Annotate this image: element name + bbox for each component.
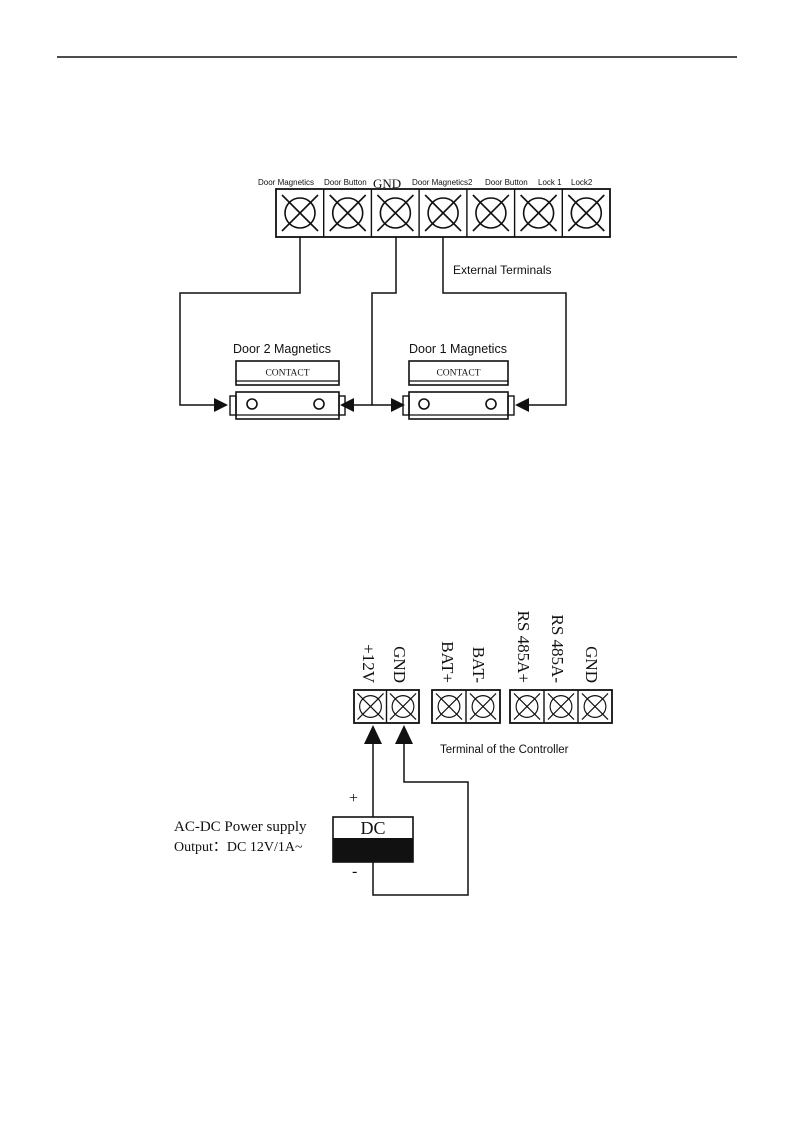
terminal-label-gnd-2: GND [582, 646, 601, 683]
screw-hole-icon [419, 399, 429, 409]
terminal-label-bat-plus: BAT+ [438, 641, 457, 683]
terminal-label-door-magnetics2: Door Magnetics2 [412, 178, 473, 187]
screw-terminal-icon [390, 693, 416, 719]
screw-terminal-icon [425, 195, 461, 231]
power-supply-diagram: +12V GND BAT+ BAT- RS 485A+ RS 485A- GND… [174, 611, 612, 895]
psu-title: AC-DC Power supply [174, 819, 307, 835]
screw-terminal-icon [548, 693, 574, 719]
screw-terminal-icon [514, 693, 540, 719]
negative-sign: - [352, 863, 357, 880]
door2-magnetics-label: Door 2 Magnetics [233, 342, 331, 356]
screw-terminal-icon [377, 195, 413, 231]
wire-door2-magnetics [180, 237, 300, 405]
arrow-up-icon [395, 725, 413, 744]
screw-hole-icon [247, 399, 257, 409]
terminal-label-door-button-2: Door Button [485, 178, 528, 187]
door1-contact-label: CONTACT [436, 369, 480, 379]
terminal-label-door-button: Door Button [324, 178, 367, 187]
door2-magnetic-contact: Door 2 Magnetics CONTACT [230, 342, 345, 419]
terminal-label-12v: +12V [359, 644, 378, 684]
wire-gnd-door2 [354, 237, 396, 405]
screw-terminal-icon [521, 195, 557, 231]
dc-label: DC [360, 818, 385, 838]
external-terminal-block [276, 189, 610, 237]
psu-output: Output：DC 12V/1A~ [174, 840, 303, 855]
terminal-label-lock2: Lock2 [571, 178, 593, 187]
terminal-label-rs485a-plus: RS 485A+ [514, 611, 533, 683]
terminal-label-rs485a-minus: RS 485A- [548, 615, 567, 684]
terminal-label-bat-minus: BAT- [469, 647, 488, 684]
arrow-right-icon [214, 398, 228, 412]
screw-terminal-icon [330, 195, 366, 231]
screw-terminal-icon [357, 693, 383, 719]
door-magnetics-diagram: Door Magnetics Door Button GND Door Magn… [180, 176, 610, 419]
arrow-left-icon [515, 398, 529, 412]
controller-terminal-label: Terminal of the Controller [440, 744, 569, 756]
door1-magnetic-contact: Door 1 Magnetics CONTACT [403, 342, 514, 419]
terminal-label-door-magnetics: Door Magnetics [258, 178, 314, 187]
screw-terminal-icon [568, 195, 604, 231]
door2-contact-label: CONTACT [265, 369, 309, 379]
screw-terminal-icon [582, 693, 608, 719]
positive-sign: + [349, 790, 358, 807]
terminal-label-gnd-1: GND [390, 646, 409, 683]
screw-terminal-icon [473, 195, 509, 231]
controller-terminal-block [354, 690, 612, 723]
door1-magnetics-label: Door 1 Magnetics [409, 342, 507, 356]
screw-terminal-icon [282, 195, 318, 231]
arrow-up-icon [364, 725, 382, 744]
screw-hole-icon [486, 399, 496, 409]
arrow-left-icon [340, 398, 354, 412]
external-terminals-label: External Terminals [453, 263, 551, 277]
screw-hole-icon [314, 399, 324, 409]
terminal-label-lock1: Lock 1 [538, 178, 562, 187]
screw-terminal-icon [436, 693, 462, 719]
screw-terminal-icon [470, 693, 496, 719]
dc-power-supply: DC [333, 817, 413, 862]
